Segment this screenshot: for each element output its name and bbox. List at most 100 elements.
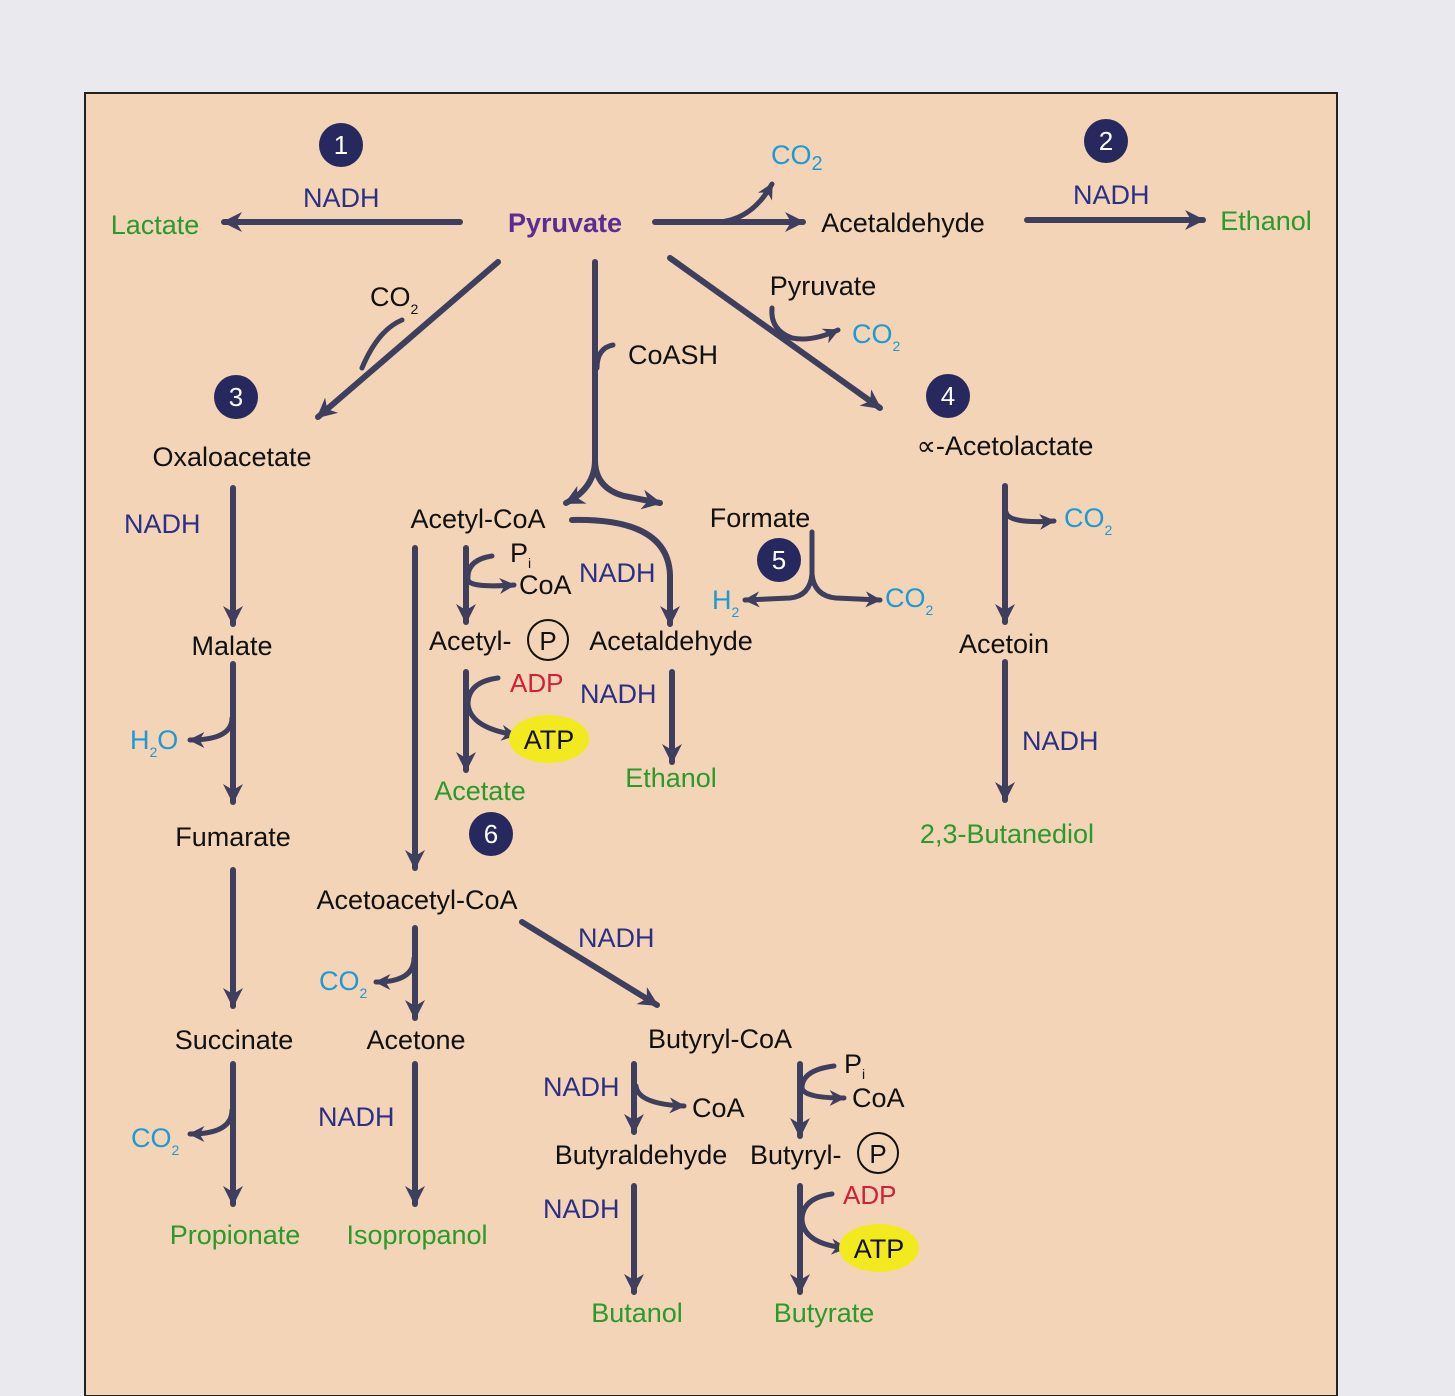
gas-co2-acetoin: CO2 bbox=[1064, 503, 1113, 538]
cofactor-coash: CoASH bbox=[628, 340, 718, 370]
compound-butyraldehyde: Butyraldehyde bbox=[555, 1140, 728, 1170]
pathway-arrows bbox=[187, 181, 1206, 1295]
pi-sub-acetyl: i bbox=[528, 555, 531, 571]
nadh-acetaldehyde: NADH bbox=[579, 558, 656, 588]
compound-pyruvate: Pyruvate bbox=[508, 208, 622, 238]
co2-sub-7: 2 bbox=[172, 1142, 180, 1158]
nadh-butanediol: NADH bbox=[1022, 726, 1099, 756]
compound-acetyl-coa: Acetyl-CoA bbox=[410, 504, 545, 534]
co2-sub-5: 2 bbox=[926, 602, 934, 618]
branch-pi-coa bbox=[465, 553, 517, 594]
arrow-pyruvate-to-acetylcoa-formate bbox=[563, 259, 598, 506]
arrow-pyruvate-to-oxaloacetate bbox=[315, 259, 501, 420]
step-number-4: 4 bbox=[941, 381, 955, 411]
nadh-ethanol-mid: NADH bbox=[580, 679, 657, 709]
atp-label-acetate: ATP bbox=[524, 725, 575, 755]
co2-sub-3: 2 bbox=[893, 338, 901, 354]
branch-pyruvate-in-co2-out bbox=[769, 305, 841, 344]
step-badge-2 bbox=[1084, 119, 1128, 163]
nadh-lactate: NADH bbox=[303, 183, 380, 213]
nadh-isopropanol: NADH bbox=[318, 1102, 395, 1132]
gas-co2-acetolactate: CO2 bbox=[852, 319, 901, 354]
arrow-pyruvate-to-acetolactate bbox=[667, 255, 883, 411]
nadh-butyrylcoa: NADH bbox=[578, 923, 655, 953]
step-badge-5 bbox=[757, 538, 801, 582]
branch-coash-in bbox=[594, 342, 616, 371]
branch-coa-butyraldehyde bbox=[633, 1083, 687, 1114]
branch-co2-acetoin bbox=[1003, 509, 1057, 530]
compound-fumarate: Fumarate bbox=[175, 822, 291, 852]
nadh-butanol: NADH bbox=[543, 1194, 620, 1224]
compound-acetoin: Acetoin bbox=[959, 629, 1049, 659]
co2-text-5: CO bbox=[885, 583, 926, 613]
nadh-ethanol-top: NADH bbox=[1073, 180, 1150, 210]
product-acetate: Acetate bbox=[434, 776, 526, 806]
arrow-formate-to-co2 bbox=[809, 571, 883, 608]
compound-oxaloacetate: Oxaloacetate bbox=[152, 442, 311, 472]
cofactor-coa-butyraldehyde: CoA bbox=[692, 1093, 745, 1123]
h2o-sub: 2 bbox=[150, 744, 158, 760]
branch-co2-release-top bbox=[715, 181, 775, 225]
step-badge-3 bbox=[214, 375, 258, 419]
product-lactate: Lactate bbox=[111, 210, 200, 240]
compound-butyryl-phosphate: Butyryl- bbox=[750, 1140, 842, 1170]
compound-acetone: Acetone bbox=[366, 1025, 465, 1055]
gas-co2-acetaldehyde: CO2 bbox=[771, 140, 823, 175]
compound-acetaldehyde-mid: Acetaldehyde bbox=[589, 626, 753, 656]
co2-text-7: CO bbox=[131, 1123, 172, 1153]
h2o-h: H bbox=[130, 725, 150, 755]
co2-sub-6: 2 bbox=[360, 985, 368, 1001]
gas-co2-acetone: CO2 bbox=[319, 966, 368, 1001]
co2-sub-1: 2 bbox=[812, 153, 823, 175]
step-number-2: 2 bbox=[1099, 126, 1113, 156]
phosphate-circle-acetyl bbox=[527, 619, 569, 661]
gas-co2-propionate: CO2 bbox=[131, 1123, 180, 1158]
gas-co2-formate: CO2 bbox=[885, 583, 934, 618]
compound-succinate: Succinate bbox=[175, 1025, 294, 1055]
product-butanediol: 2,3-Butanediol bbox=[920, 819, 1094, 849]
step-badges: 1 2 3 4 5 6 bbox=[214, 119, 1128, 856]
co2-text-3: CO bbox=[852, 319, 893, 349]
product-ethanol-top: Ethanol bbox=[1220, 206, 1312, 236]
diagram-panel bbox=[84, 92, 1338, 1396]
co2-text-2: CO bbox=[370, 282, 411, 312]
branch-adp-atp-acetate bbox=[465, 675, 519, 741]
step-badge-6 bbox=[469, 812, 513, 856]
step-number-6: 6 bbox=[484, 819, 498, 849]
cofactor-pi-acetyl: Pi bbox=[510, 538, 531, 571]
pi-p-acetyl: P bbox=[510, 538, 528, 568]
atp-label-butyrate: ATP bbox=[854, 1234, 905, 1264]
product-butyrate: Butyrate bbox=[774, 1298, 875, 1328]
compound-formate: Formate bbox=[710, 503, 811, 533]
cofactor-pi-butyryl: Pi bbox=[844, 1049, 865, 1082]
cofactor-coa-acetyl: CoA bbox=[519, 570, 572, 600]
branch-co2-propionate bbox=[187, 1107, 235, 1142]
gas-h2-formate: H2 bbox=[712, 585, 740, 620]
product-ethanol-mid: Ethanol bbox=[625, 763, 717, 793]
step-badge-1 bbox=[319, 123, 363, 167]
branch-adp-atp-butyrate bbox=[799, 1191, 849, 1255]
gas-h2o-fumarate: H2O bbox=[130, 725, 178, 760]
co2-text-1: CO bbox=[771, 140, 812, 170]
phosphate-circle-butyryl bbox=[857, 1132, 899, 1174]
pi-p-butyryl: P bbox=[844, 1049, 862, 1079]
compound-butyryl-coa: Butyryl-CoA bbox=[648, 1024, 792, 1054]
h2-sub: 2 bbox=[732, 604, 740, 620]
branch-pi-coa-butyryl bbox=[799, 1063, 847, 1106]
co2-sub-2: 2 bbox=[411, 301, 419, 317]
branch-co2-uptake bbox=[359, 317, 405, 371]
compound-malate: Malate bbox=[191, 631, 272, 661]
co2-text-6: CO bbox=[319, 966, 360, 996]
phosphate-p-butyryl: P bbox=[869, 1139, 886, 1169]
branch-to-formate bbox=[592, 457, 663, 510]
compound-acetaldehyde-top: Acetaldehyde bbox=[821, 208, 985, 238]
compound-acetyl-phosphate: Acetyl- bbox=[429, 626, 512, 656]
compound-acetoacetyl-coa: Acetoacetyl-CoA bbox=[316, 885, 517, 915]
co2-text-4: CO bbox=[1064, 503, 1105, 533]
gas-co2-oxaloacetate: CO2 bbox=[370, 282, 419, 317]
arrow-acetoacetylcoa-to-butyrylcoa bbox=[519, 919, 660, 1008]
compound-acetolactate: ∝-Acetolactate bbox=[917, 431, 1094, 461]
atp-highlight-acetate bbox=[509, 715, 589, 763]
compound-pyruvate-cosubstrate: Pyruvate bbox=[770, 271, 877, 301]
